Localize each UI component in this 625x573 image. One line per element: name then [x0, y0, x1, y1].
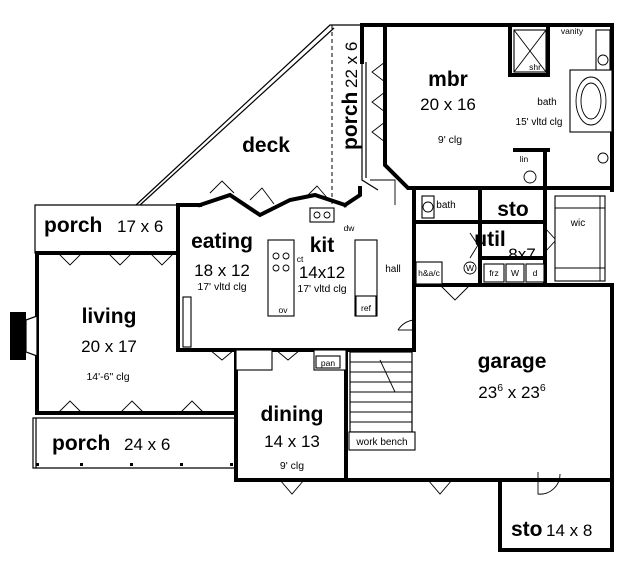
- sto-upper-label: sto: [497, 198, 529, 221]
- porch-left-outline: [34, 204, 179, 254]
- mbr-clg: 9' clg: [438, 134, 462, 146]
- deck-outline: [135, 24, 379, 206]
- garage-size-sup-a: 6: [497, 382, 503, 394]
- ct-label: ct: [297, 254, 304, 264]
- porch-left-name: porch: [44, 214, 102, 237]
- mbr-size: 20 x 16: [420, 95, 476, 114]
- wic-label: wic: [570, 218, 585, 229]
- lin-label: lin: [520, 154, 529, 164]
- hall-label: hall: [385, 264, 401, 275]
- exterior-walls: [35, 23, 614, 552]
- porch-left-size: 17 x 6: [117, 217, 163, 236]
- living-name: living: [82, 305, 137, 328]
- fireplace-icon: [10, 312, 38, 360]
- porch-front-name: porch: [52, 432, 110, 455]
- bath-fixtures: [421, 29, 613, 282]
- work-bench-box: [348, 431, 416, 451]
- eating-size: 18 x 12: [194, 261, 250, 280]
- shr-label: shr: [529, 62, 541, 72]
- mbr-name: mbr: [428, 68, 468, 91]
- frz-label: frz: [489, 268, 498, 278]
- porch-front-outline: [32, 417, 237, 469]
- garage-name: garage: [478, 350, 547, 373]
- eating-name: eating: [191, 230, 253, 253]
- vanity-label: vanity: [561, 26, 584, 36]
- garage-size: 236 x 236: [478, 382, 546, 402]
- dining-name: dining: [261, 403, 324, 426]
- eating-clg: 17' vltd clg: [197, 281, 246, 293]
- work-bench-label: work bench: [355, 437, 407, 448]
- dw-label: dw: [344, 223, 356, 233]
- kit-name: kit: [310, 234, 335, 257]
- utility-fixtures: [415, 261, 545, 285]
- porch-front-size: 24 x 6: [124, 435, 170, 454]
- room-labels: mbr 20 x 16 9' clg bath 15' vltd clg van…: [44, 26, 592, 541]
- garage-size-sup-b: 6: [540, 382, 546, 394]
- util-size: 8x7: [508, 245, 535, 264]
- porch-side-size: 22 x 6: [342, 42, 361, 88]
- hac-label: h&a/c: [418, 268, 440, 278]
- garage-size-a: 23: [478, 383, 497, 402]
- bath-small-label: bath: [436, 200, 455, 211]
- dining-size: 14 x 13: [264, 432, 320, 451]
- water-heater-label: W: [466, 263, 474, 273]
- stair: [349, 351, 413, 433]
- util-name: util: [474, 228, 506, 251]
- bath-master-name: bath: [537, 97, 556, 108]
- living-size: 20 x 17: [81, 337, 137, 356]
- windows: [57, 180, 453, 495]
- ref-label: ref: [361, 303, 372, 313]
- ov-label: ov: [279, 305, 289, 315]
- sto-lower-name: sto: [511, 518, 543, 541]
- garage-size-mid: x 23: [503, 383, 540, 402]
- sto-lower-size: 14 x 8: [546, 521, 592, 540]
- fixture-labels: dw ct ov ref pan h&a/c W frz W d work be…: [279, 223, 538, 448]
- porch-side-name: porch: [339, 92, 362, 150]
- dryer-label: d: [533, 268, 538, 278]
- deck-label: deck: [242, 134, 290, 157]
- kit-size: 14x12: [299, 263, 345, 282]
- bath-master-clg: 15' vltd clg: [516, 117, 563, 128]
- porch-side-label: porch 22 x 6: [339, 42, 362, 150]
- pan-label: pan: [321, 358, 335, 368]
- porch-front-posts: [36, 463, 233, 466]
- kit-clg: 17' vltd clg: [297, 283, 346, 295]
- living-clg: 14'-6" clg: [86, 371, 129, 383]
- dining-clg: 9' clg: [280, 460, 304, 472]
- kitchen-fixtures: [182, 207, 378, 371]
- washer-label: W: [511, 268, 519, 278]
- porch-side-windows: [371, 61, 386, 143]
